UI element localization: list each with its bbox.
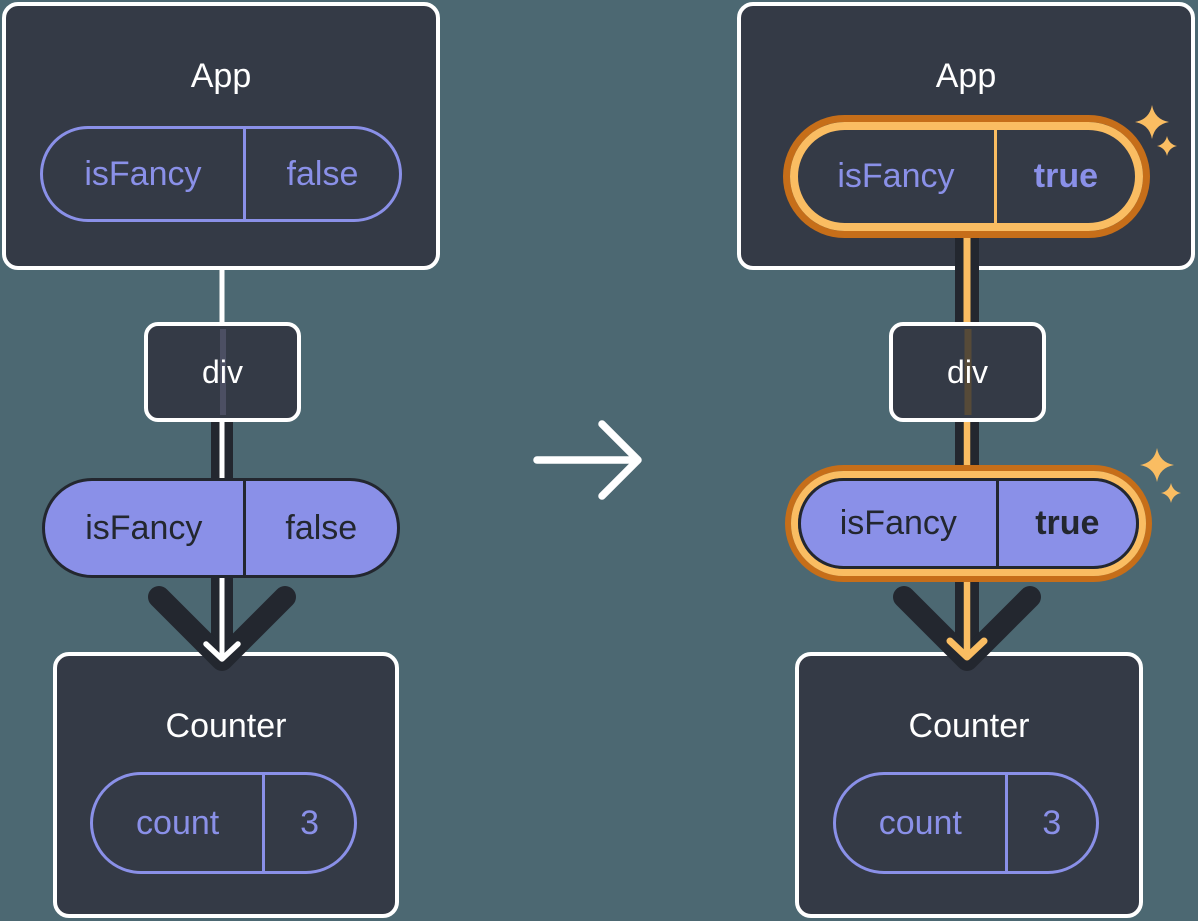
passed-prop-pill-after-highlighted: isFancy true bbox=[798, 478, 1139, 569]
div-node-label: div bbox=[202, 353, 243, 390]
prop-value-label: true bbox=[1035, 504, 1100, 542]
app-prop-pill-after-highlighted: isFancy true bbox=[790, 122, 1143, 231]
prop-name-label: isFancy bbox=[43, 129, 246, 219]
app-prop-pill-before: isFancy false bbox=[40, 126, 402, 222]
state-name-label: count bbox=[836, 775, 1008, 871]
sparkle-icon bbox=[1140, 448, 1174, 482]
tree-edge-line bbox=[219, 266, 225, 324]
sparkle-icon bbox=[1161, 483, 1181, 503]
passed-prop-pill-before: isFancy false bbox=[42, 478, 400, 578]
prop-name-label: isFancy bbox=[798, 130, 997, 223]
state-value-label: 3 bbox=[1042, 803, 1062, 842]
props-flow-arrow-after bbox=[893, 236, 1041, 671]
component-title: Counter bbox=[165, 707, 287, 745]
component-title: App bbox=[935, 57, 997, 95]
counter-component-card-before: Counter bbox=[53, 652, 399, 918]
prop-value-label: true bbox=[1033, 157, 1099, 195]
prop-name-label: isFancy bbox=[45, 481, 246, 575]
highlight-ring: isFancy true bbox=[791, 471, 1146, 576]
div-node-label: div bbox=[947, 353, 988, 390]
component-title: App bbox=[190, 57, 252, 95]
transition-arrow-icon bbox=[533, 420, 642, 500]
div-node-card-before: div bbox=[144, 322, 301, 422]
prop-name-label: isFancy bbox=[801, 481, 999, 566]
state-value-label: 3 bbox=[300, 803, 320, 842]
div-node-card-after: div bbox=[889, 322, 1046, 422]
prop-thread-stripe bbox=[964, 329, 971, 415]
component-title: Counter bbox=[908, 707, 1030, 745]
prop-value-label: false bbox=[285, 508, 358, 547]
flow-arrowhead-outer bbox=[893, 586, 1041, 671]
state-name-label: count bbox=[93, 775, 266, 871]
prop-thread-stripe bbox=[219, 329, 226, 415]
counter-state-pill-before: count 3 bbox=[90, 772, 357, 874]
prop-value-label: false bbox=[286, 154, 359, 193]
counter-state-pill-after: count 3 bbox=[833, 772, 1099, 874]
flow-arrowhead-outer bbox=[148, 586, 296, 671]
